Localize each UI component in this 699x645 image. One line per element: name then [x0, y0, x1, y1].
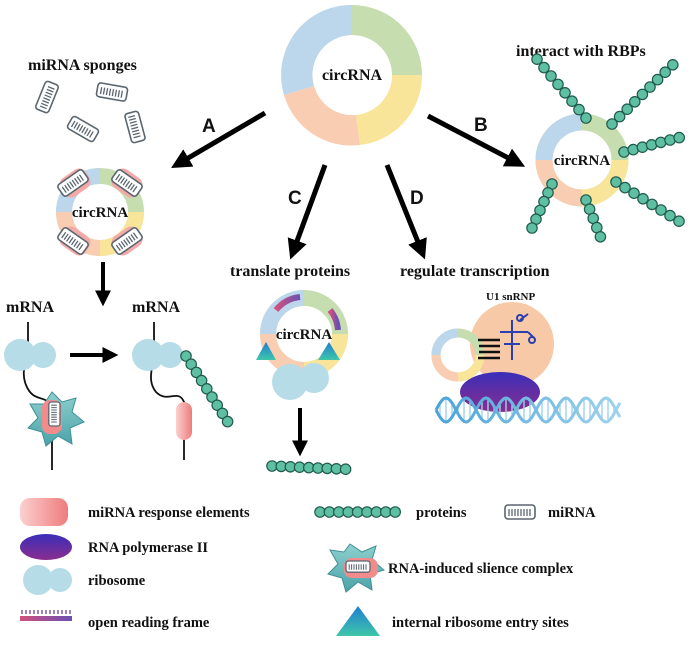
legend-rnap: RNA polymerase II [88, 540, 208, 556]
center-circrna-label: circRNA [322, 67, 383, 84]
mirna-icon [65, 114, 101, 144]
u1-snrna-structure [500, 313, 536, 360]
arrow-d [384, 164, 427, 260]
protein-bead [673, 215, 685, 227]
mre-element [176, 402, 192, 440]
panel-a-letter: A [202, 116, 216, 137]
mrna-left-label: mRNA [6, 299, 54, 316]
ribosome [272, 363, 329, 400]
panel-a-title: miRNA sponges [28, 57, 137, 74]
panel-c: translate proteins circRNA [230, 263, 352, 476]
legend-proteins: proteins [416, 505, 467, 521]
legend-mre: miRNA response elements [88, 505, 250, 521]
sponge-circrna-label: circRNA [72, 205, 129, 221]
mrna-right-label: mRNA [132, 299, 180, 316]
panel-b-letter: B [474, 115, 488, 136]
protein-bead [594, 231, 607, 243]
rbp-circrna-label: circRNA [554, 153, 611, 169]
sponge-circrna-ring: circRNA [55, 167, 145, 257]
panel-b-title: interact with RBPs [516, 43, 646, 60]
risc-legend-icon [327, 543, 386, 593]
protein-bead [673, 131, 686, 144]
legend-orf: open reading frame [88, 615, 210, 631]
protein-bead [339, 463, 352, 476]
arrow-a [171, 110, 267, 169]
protein-bead [221, 415, 234, 428]
panel-c-letter: C [288, 188, 302, 209]
protein-bead [531, 53, 543, 66]
protein-bead [545, 70, 557, 82]
polymerase-legend-icon [20, 534, 72, 560]
center-circrna-ring: circRNA [281, 4, 423, 146]
arrow-b [426, 113, 526, 167]
mirna-icon [34, 79, 60, 115]
protein-bead [526, 222, 538, 234]
legend-mirna: miRNA [548, 505, 596, 521]
arrow-c [287, 164, 328, 260]
ires-legend-icon [336, 606, 380, 636]
panel-a: miRNA sponges circRNA mRNA mRN [4, 57, 234, 470]
protein-bead [559, 87, 571, 99]
mirna-icon [95, 81, 129, 103]
panel-d: regulate transcription U1 snRNP [400, 263, 622, 424]
protein-bead [573, 103, 585, 116]
orf-segment [327, 308, 341, 331]
panel-b: interact with RBPs circRNA [516, 43, 686, 243]
protein-bead [580, 112, 592, 124]
panel-c-title: translate proteins [230, 263, 350, 280]
protein-bead [566, 95, 578, 107]
protein-bead [666, 59, 679, 71]
mirna-legend-icon [504, 504, 536, 520]
legend-ires: internal ribosome entry sites [392, 615, 569, 631]
snrnp-label: U1 snRNP [486, 291, 535, 303]
ribosome-legend-icon [23, 565, 72, 595]
panel-d-title: regulate transcription [400, 263, 550, 280]
legend-risc: RNA-induced slience complex [388, 561, 574, 577]
dna-double-helix [434, 396, 622, 424]
risc-complex [27, 391, 85, 447]
legend-ribosome: ribosome [88, 573, 146, 589]
protein-bead [552, 78, 564, 91]
protein-bead [389, 506, 402, 518]
dna-strand [434, 396, 622, 424]
arrows [171, 110, 526, 260]
protein-bead [538, 61, 550, 74]
translated-protein-chain [266, 460, 352, 476]
mirna-icon [123, 109, 147, 145]
dna-strand [434, 396, 622, 424]
panel-d-letter: D [410, 188, 424, 209]
translation-circrna-label: circRNA [276, 327, 333, 343]
orf-segment [273, 294, 301, 313]
legend: miRNA response elements RNA polymerase I… [20, 498, 596, 636]
base-pairing [478, 338, 500, 360]
ribosome [132, 339, 183, 371]
ribosome [4, 339, 56, 371]
protein-legend-icon [314, 506, 402, 518]
mre-legend-icon [20, 498, 68, 526]
mre-bound-mirna [55, 167, 145, 257]
ires-triangle [256, 342, 276, 360]
orf-legend-icon [20, 610, 72, 621]
ires-triangle [318, 342, 340, 360]
